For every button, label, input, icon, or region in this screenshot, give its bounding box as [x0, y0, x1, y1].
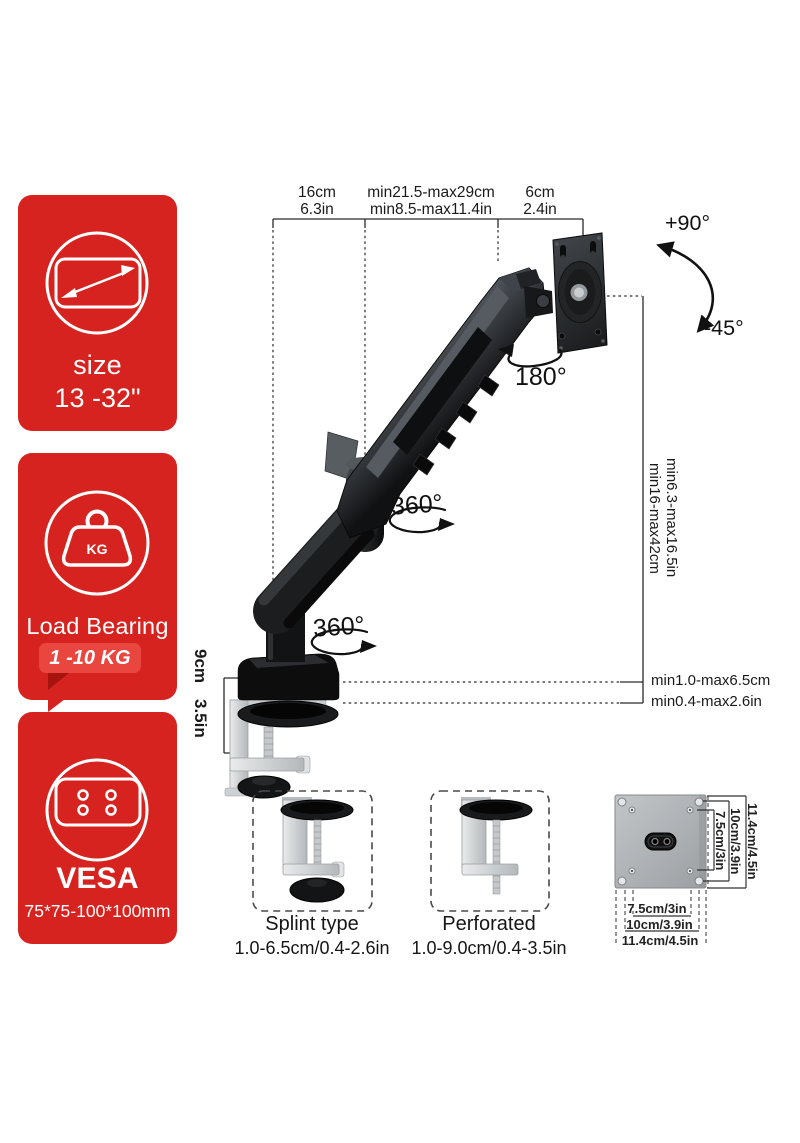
- vesa-pattern-icon: [45, 758, 149, 862]
- vesa-dim-v-75: 7.5cm/3in: [713, 811, 728, 871]
- arrowheads: [360, 344, 514, 653]
- pan-arc: [507, 348, 563, 368]
- badge-load-label: Load Bearing: [26, 613, 169, 639]
- badge-load-bearing: KG Load Bearing 1 -10 KG: [18, 453, 177, 712]
- vesa-75-holes: [628, 806, 694, 875]
- vesa-dim-h-114: 11.4cm/4.5in: [621, 933, 699, 948]
- vesa-dim-v-100: 10cm/3.9in: [728, 807, 743, 875]
- dimension-lines: [223, 218, 644, 754]
- screen-size-icon: [45, 231, 149, 335]
- rotate-arc-lower: [310, 628, 369, 656]
- vesa-dim-v-114: 11.4cm/4.5in: [745, 802, 760, 880]
- vesa-100-rivets: [617, 797, 704, 886]
- splint-clamp-range: 1.0-6.5cm/0.4-2.6in: [234, 938, 390, 958]
- cable-clips: [412, 374, 500, 476]
- perforated-clamp-thumb: [459, 797, 533, 895]
- label-pan-180: 180°: [515, 363, 567, 391]
- badge-vesa-label: VESA: [56, 862, 139, 895]
- dim-desk-thickness-cm: min1.0-max6.5cm: [651, 672, 771, 689]
- dim-desk-thickness-in: min0.4-max2.6in: [651, 693, 762, 710]
- weight-kg-icon: KG: [44, 490, 150, 596]
- vesa-dim-h-75: 7.5cm/3in: [627, 901, 687, 916]
- rotation-arrows: [310, 241, 715, 656]
- badge-vesa: VESA 75*75-100*100mm: [18, 712, 177, 944]
- splint-clamp-thumb: [280, 797, 354, 903]
- badge-screen-size: size 13 -32": [18, 195, 177, 431]
- clamp-option-boxes: [252, 790, 550, 912]
- vesa-diagram-dashed: [615, 796, 709, 946]
- label-tilt-up: +90°: [665, 211, 711, 235]
- badge-size-label: size: [73, 350, 122, 380]
- upper-arm: [336, 267, 546, 539]
- load-range-chip: 1 -10 KG: [39, 643, 141, 673]
- badge-vesa-value: 75*75-100*100mm: [24, 901, 171, 921]
- label-rotate-lower-360: 360°: [312, 611, 366, 643]
- label-tilt-down: -45°: [704, 316, 744, 340]
- label-rotate-upper-360: 360°: [390, 489, 444, 521]
- svg-text:KG: KG: [87, 541, 108, 557]
- chip-fold: [48, 673, 69, 690]
- desk-clamp-main: [224, 699, 339, 799]
- splint-clamp-name: Splint type: [265, 913, 359, 935]
- vesa-dim-h-100: 10cm/3.9in: [626, 917, 693, 932]
- perforated-clamp-range: 1.0-9.0cm/0.4-3.5in: [411, 938, 567, 958]
- dim-pole-height: 9cm3.5in: [191, 648, 210, 738]
- tilt-arc: [656, 241, 715, 333]
- vesa-size-diagram: [614, 794, 707, 889]
- rotate-arc-upper: [388, 506, 447, 534]
- vesa-diagram-brackets: [625, 795, 747, 932]
- plate-keyholes: [555, 236, 605, 350]
- lower-arm: [253, 499, 379, 634]
- badge-size-range: 13 -32": [54, 383, 141, 413]
- dimension-leaders-dotted: [272, 230, 642, 704]
- tilt-hinge: [516, 269, 553, 318]
- vesa-plate-main: [552, 232, 608, 354]
- perforated-clamp-name: Perforated: [442, 913, 536, 935]
